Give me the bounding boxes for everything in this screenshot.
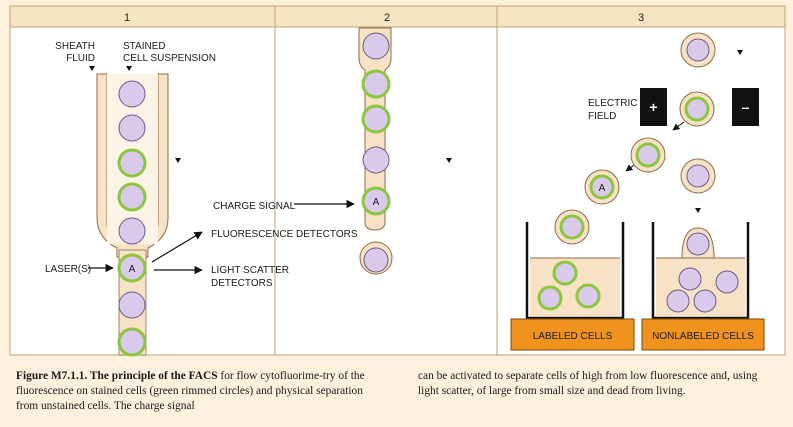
labeled-cell [117, 182, 147, 212]
stained-suspension-label: CELL SUSPENSION [123, 53, 216, 64]
cell-a-label: A [599, 183, 606, 194]
unlabeled-cell [363, 247, 389, 273]
small-arrow-head [89, 66, 95, 71]
negative-sign: – [742, 99, 750, 115]
labeled-cell [361, 69, 391, 99]
panel-2: A [358, 27, 452, 275]
unlabeled-cell [118, 291, 146, 319]
labeled-cells-plate [510, 318, 635, 351]
labeled-cells-label: LABELED CELLS [533, 331, 613, 342]
electric-field-label: ELECTRIC [588, 98, 637, 109]
sheath-fluid-label: SHEATH [55, 41, 95, 52]
falling-droplets [554, 32, 716, 245]
negative-electrode [732, 88, 759, 126]
electric-field-label: FIELD [588, 111, 616, 122]
positive-sign: + [649, 99, 657, 115]
fluorescence-arrow [151, 231, 203, 263]
unlabeled-cell [118, 114, 146, 142]
stained-suspension-label: STAINED [123, 41, 166, 52]
unlabeled-cell [686, 232, 710, 256]
labeled-cell [117, 148, 147, 178]
deflect-arrow [672, 121, 685, 131]
charge-signal-label: CHARGE SIGNAL [213, 201, 296, 212]
labeled-cell-a [117, 253, 147, 283]
sheath-fluid-label: FLUID [66, 53, 95, 64]
flow-arrow-head [175, 158, 181, 163]
panel-2-cells [361, 32, 391, 273]
unlabeled-cell [686, 38, 710, 62]
panel-number-2: 2 [384, 12, 390, 24]
panel-number-3: 3 [638, 12, 644, 24]
nonlabeled-cells-plate [641, 318, 765, 351]
nonlabeled-container [651, 222, 750, 320]
unlabeled-cell [693, 289, 717, 313]
fluorescence-detectors-label: FLUORESCENCE DETECTORS [211, 229, 358, 240]
caption-title: Figure M7.1.1. The principle of the FACS [16, 370, 218, 382]
unlabeled-cell [666, 289, 690, 313]
stream-cells [117, 80, 147, 357]
light-scatter-label: LIGHT SCATTER [211, 265, 289, 276]
light-scatter-label: DETECTORS [211, 278, 273, 289]
unlabeled-cell [118, 217, 146, 245]
unlabeled-cell [118, 80, 146, 108]
deflect-arrow [625, 164, 635, 172]
labeled-cell [684, 96, 710, 122]
flow-arrow-head [695, 208, 701, 213]
labeled-container [525, 222, 625, 320]
nonlabeled-cells-label: NONLABELED CELLS [652, 331, 754, 342]
header-bar [9, 5, 786, 28]
labeled-cell [559, 214, 585, 240]
labeled-cell [575, 283, 601, 309]
panel-number-1: 1 [124, 12, 130, 24]
flow-arrow-head [737, 50, 743, 55]
caption-left: Figure M7.1.1. The principle of the FACS… [16, 369, 386, 414]
unlabeled-cell [678, 267, 702, 291]
labeled-cell [117, 327, 147, 357]
labeled-cell [635, 142, 661, 168]
labeled-cell-a [589, 174, 615, 200]
unlabeled-cell [362, 32, 390, 60]
labeled-cell [552, 260, 578, 286]
unlabeled-cell [686, 164, 710, 188]
caption-right-text: can be activated to separate cells of hi… [418, 370, 758, 397]
lasers-label: LASER(S) [45, 264, 91, 275]
panel-3: ELECTRIC FIELD + – A [510, 32, 765, 351]
labeled-cell [537, 285, 563, 311]
caption-left-text: for flow cytofluorime-try of the fluores… [16, 370, 365, 412]
positive-electrode [640, 88, 667, 126]
panel-1: A SHEATH FLUID STAINED CELL SUSPENSION L… [45, 41, 358, 357]
unlabeled-cell [362, 146, 390, 174]
labeled-cell-a [361, 186, 391, 216]
cell-a-label: A [373, 197, 380, 208]
labeled-cell [361, 104, 391, 134]
small-arrow-head [126, 66, 132, 71]
caption-right: can be activated to separate cells of hi… [418, 369, 780, 399]
cell-a-label: A [129, 264, 136, 275]
unlabeled-cell [715, 270, 739, 294]
flow-arrow-head [446, 158, 452, 163]
